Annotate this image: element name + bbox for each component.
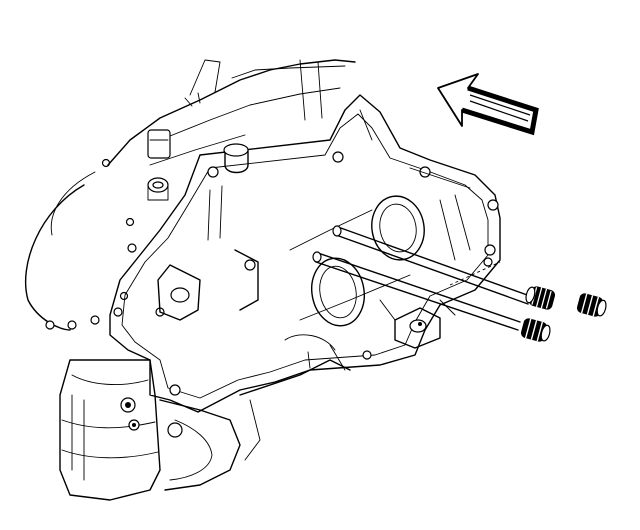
gallery-plug-lower <box>520 318 551 342</box>
front-cover-plate <box>109 94 501 413</box>
right-ribs <box>359 109 501 286</box>
lower-crankcase <box>59 334 351 501</box>
lower-bracket <box>157 185 456 349</box>
gallery-plug-right <box>576 293 607 317</box>
shaft-bores <box>289 195 425 327</box>
flywheel-housing <box>24 158 137 331</box>
block-upper-rear <box>107 59 356 201</box>
upper-boss <box>223 59 323 174</box>
gallery-plug-upper <box>525 286 556 310</box>
oil-gallery-passages <box>312 225 531 331</box>
direction-arrow-icon <box>437 73 539 136</box>
